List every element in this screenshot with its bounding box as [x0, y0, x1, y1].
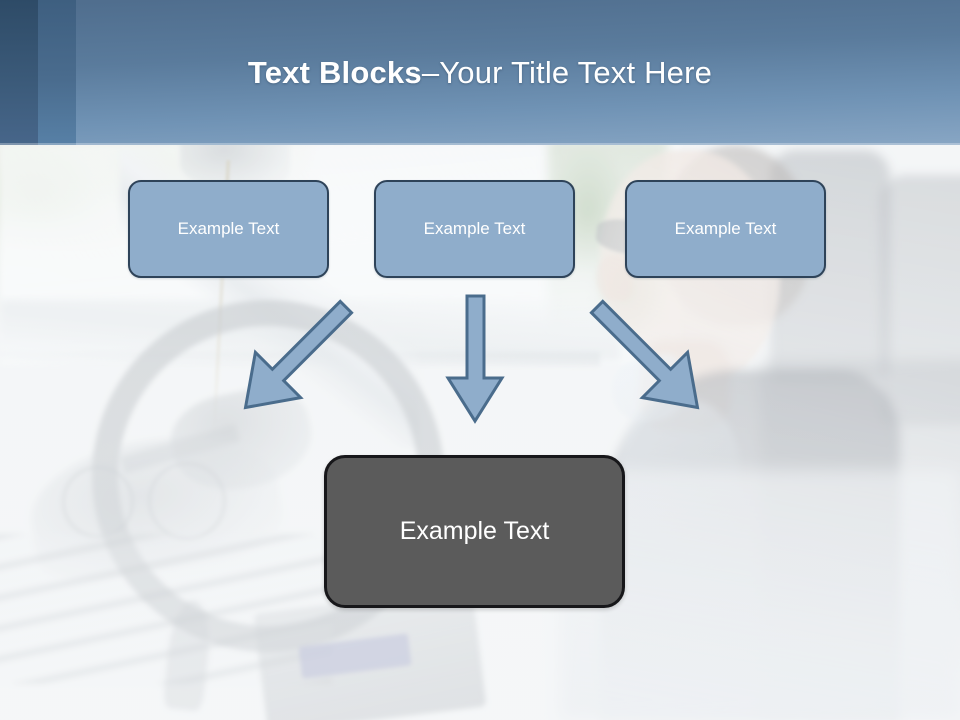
slide-header: Text Blocks – Your Title Text Here	[0, 0, 960, 145]
header-accent-band-dark	[0, 0, 38, 145]
header-accent-band-mid	[38, 0, 76, 145]
page-title-bold: Text Blocks	[247, 54, 422, 90]
text-block-1-label: Example Text	[177, 219, 280, 238]
header-gradient	[0, 0, 960, 145]
page-title-separator: –	[421, 54, 440, 90]
header-divider	[0, 143, 960, 145]
text-block-1[interactable]: Example Text	[128, 180, 329, 278]
page-title: Text Blocks – Your Title Text Here	[0, 0, 960, 145]
page-title-regular: Your Title Text Here	[439, 54, 713, 90]
text-block-3-label: Example Text	[674, 219, 777, 238]
text-block-2[interactable]: Example Text	[374, 180, 575, 278]
text-block-2-label: Example Text	[423, 219, 526, 238]
result-text-block[interactable]: Example Text	[324, 455, 625, 608]
text-block-3[interactable]: Example Text	[625, 180, 826, 278]
result-text-block-label: Example Text	[399, 517, 550, 545]
